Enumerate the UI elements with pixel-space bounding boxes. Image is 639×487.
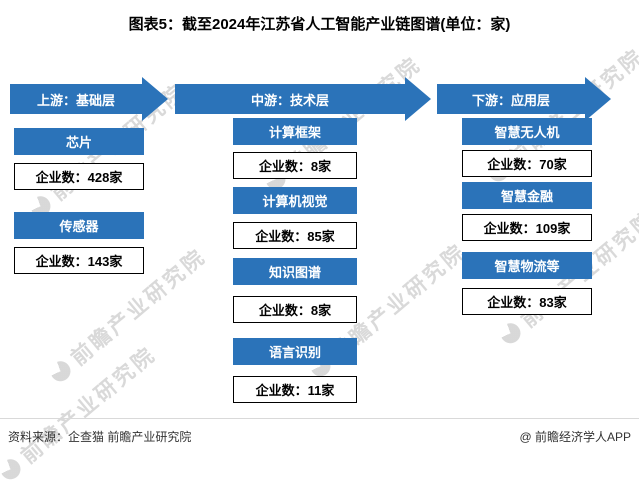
qianzhan-logo-icon (46, 357, 75, 386)
count-sensor: 企业数：143家 (14, 247, 144, 274)
count-computing-framework: 企业数：8家 (233, 152, 357, 179)
upstream-arrow: 上游：基础层 (10, 77, 168, 121)
node-computing-framework: 计算框架 (233, 118, 357, 145)
count-computer-vision: 企业数：85家 (233, 222, 357, 249)
midstream-arrow-label: 中游：技术层 (250, 92, 329, 108)
downstream-arrow-body: 下游：应用层 (437, 84, 585, 114)
node-knowledge-graph: 知识图谱 (233, 258, 357, 285)
count-speech-recognition: 企业数：11家 (233, 376, 357, 403)
downstream-arrow: 下游：应用层 (437, 77, 611, 121)
qianzhan-logo-icon (496, 319, 525, 348)
industry-chain-figure: 图表5：截至2024年江苏省人工智能产业链图谱(单位：家) 前瞻产业研究院 前瞻… (0, 16, 639, 484)
node-smart-drone: 智慧无人机 (462, 118, 592, 145)
source-note: 资料来源：企查猫 前瞻产业研究院 (8, 430, 192, 444)
qianzhan-logo-icon (0, 455, 25, 484)
node-speech-recognition: 语言识别 (233, 338, 357, 365)
node-smart-logistics: 智慧物流等 (462, 252, 592, 279)
node-computer-vision: 计算机视觉 (233, 187, 357, 214)
arrow-head-icon (142, 77, 168, 121)
credit-note: @ 前瞻经济学人APP (519, 430, 631, 444)
figure-title: 图表5：截至2024年江苏省人工智能产业链图谱(单位：家) (128, 16, 511, 33)
node-smart-finance: 智慧金融 (462, 182, 592, 209)
node-sensor: 传感器 (14, 212, 144, 239)
upstream-arrow-body: 上游：基础层 (10, 84, 142, 114)
count-smart-logistics: 企业数：83家 (462, 288, 592, 315)
count-knowledge-graph: 企业数：8家 (233, 296, 357, 323)
upstream-arrow-label: 上游：基础层 (36, 92, 115, 108)
midstream-arrow: 中游：技术层 (175, 77, 431, 121)
downstream-arrow-label: 下游：应用层 (471, 92, 550, 108)
count-smart-finance: 企业数：109家 (462, 214, 592, 241)
footer-divider (0, 418, 639, 419)
node-chip: 芯片 (14, 128, 144, 155)
arrow-head-icon (585, 77, 611, 121)
arrow-head-icon (405, 77, 431, 121)
midstream-arrow-body: 中游：技术层 (175, 84, 405, 114)
count-chip: 企业数：428家 (14, 163, 144, 190)
count-smart-drone: 企业数：70家 (462, 150, 592, 177)
